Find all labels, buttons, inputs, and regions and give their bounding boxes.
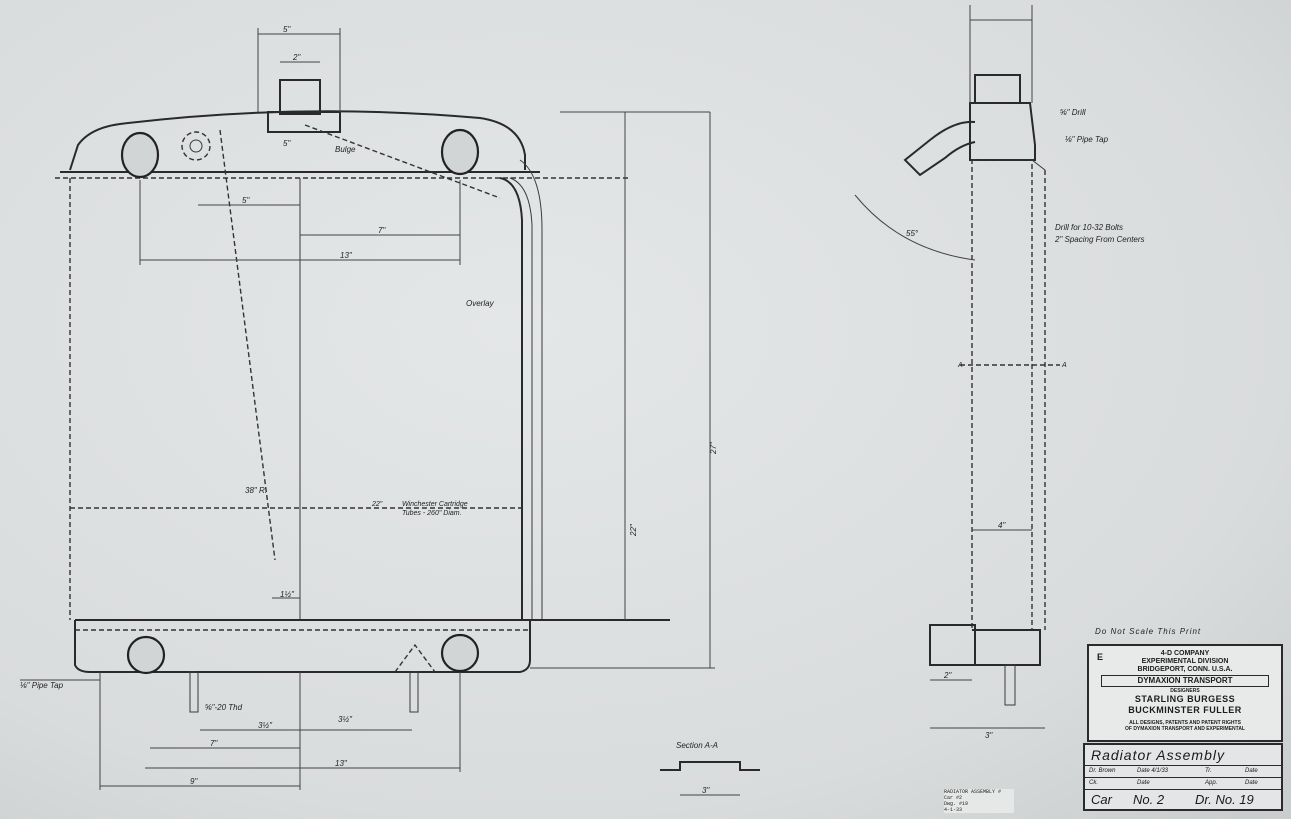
section-mark-a-left: A: [957, 362, 963, 369]
drill-bolts-note-1: Drill for 10-32 Bolts: [1055, 223, 1123, 232]
angle-label: 55°: [906, 229, 919, 238]
tap-20-label: ⅝"-20 Thd: [205, 703, 243, 712]
company-name: 4-D COMPANY: [1160, 650, 1210, 657]
top-tank-outline: [69, 110, 526, 171]
dim-top-5: 5": [283, 25, 291, 34]
top-right-hole: [440, 128, 480, 176]
right-stud: [409, 671, 419, 713]
dim-side-4: 4": [998, 521, 1006, 530]
dim-7: 7": [378, 226, 386, 235]
section-aa-profile: [660, 761, 760, 771]
left-stud: [189, 671, 199, 713]
approved-date: Date: [1245, 780, 1258, 786]
side-core: [971, 159, 1033, 631]
winchester-note-2: Tubes - 260" Diam.: [402, 510, 462, 517]
assembly-title: Radiator Assembly: [1091, 747, 1225, 763]
dim-bot-9: 9": [190, 777, 198, 786]
do-not-scale-note: Do Not Scale This Print: [1095, 627, 1202, 636]
company-logo: E: [1097, 652, 1104, 662]
dim-side-2: 2": [943, 671, 952, 680]
bottom-tank-outline: [74, 620, 531, 673]
dim-bot-7: 7": [210, 739, 218, 748]
drawing-number: Dr. No. 19: [1195, 792, 1254, 807]
side-bottom-tank: [972, 629, 1041, 666]
drill-label: ⅝" Drill: [1060, 108, 1086, 117]
traced-by: Tr.: [1205, 768, 1212, 774]
dim-bot-3-5b: 3½": [338, 715, 353, 724]
dim-5-left: 5": [242, 196, 250, 205]
radius-line: [219, 129, 276, 561]
attached-note-line-2: Car #2: [944, 795, 963, 801]
side-top-tank: [969, 102, 1036, 161]
dim-22-vertical: 22": [629, 523, 638, 537]
pipe-tap-label: ⅛" Pipe Tap: [20, 681, 64, 690]
fine-print-2: OF DYMAXION TRANSPORT AND EXPERIMENTAL: [1124, 726, 1245, 732]
checked-date: Date: [1137, 780, 1150, 786]
side-edge: [1031, 159, 1046, 171]
title-block: E 4-D COMPANY EXPERIMENTAL DIVISION BRID…: [1087, 644, 1283, 742]
pipe-tap-right-label: ⅛" Pipe Tap: [1065, 135, 1109, 144]
filler-neck: [279, 79, 321, 115]
filler-cap-hole: [181, 131, 211, 161]
dim-13: 13": [340, 251, 353, 260]
bottom-right-hole: [440, 633, 480, 673]
company-division: EXPERIMENTAL DIVISION: [1141, 658, 1229, 665]
dim-bot-13: 13": [335, 759, 348, 768]
designer-name-2: BUCKMINSTER FULLER: [1128, 705, 1242, 715]
dim-27: 27": [709, 441, 718, 455]
bulge-line: [304, 124, 501, 199]
drawn-by: Dr. Brown: [1089, 768, 1116, 774]
side-stud: [1004, 664, 1016, 706]
dim-22: 22": [371, 501, 383, 508]
side-inlet-pipe: [903, 120, 976, 177]
car-label: Car: [1091, 792, 1112, 807]
approved-by: App.: [1205, 780, 1218, 786]
attached-note-line-4: 4-1-33: [944, 807, 963, 813]
assembly-block: Radiator Assembly Dr. Brown Date 4/1/33 …: [1083, 743, 1283, 811]
filler-cap-center: [189, 139, 203, 153]
side-outlet: [929, 624, 976, 666]
core-right-edge: [499, 177, 523, 620]
bottom-left-hole: [126, 635, 166, 675]
designers-label: DESIGNERS: [1170, 688, 1200, 694]
designer-name-1: STARLING BURGESS: [1134, 694, 1236, 704]
dim-bot-3-5a: 3½": [258, 721, 273, 730]
attached-note: RADIATOR ASSEMBLY # Car #2 Dwg. #19 4-1-…: [944, 789, 1014, 813]
dim-1-5: 1½": [280, 590, 295, 599]
section-mark-a-right: A: [1061, 362, 1067, 369]
fine-print-1: ALL DESIGNS, PATENTS AND PATENT RIGHTS: [1129, 720, 1241, 726]
top-left-hole: [120, 131, 160, 179]
overlay-edge-1: [509, 177, 533, 620]
overlay-label: Overlay: [466, 299, 495, 308]
angle-arc: [854, 194, 976, 261]
attached-note-line-1: RADIATOR ASSEMBLY #: [944, 789, 1002, 795]
checked-by: Ck.: [1089, 780, 1098, 786]
attached-note-line-3: Dwg. #19: [944, 801, 969, 807]
overlay-edge-2: [519, 159, 543, 620]
dim-top-2: 2": [292, 53, 301, 62]
side-filler-neck: [974, 74, 1021, 104]
drain-boss: [394, 643, 436, 673]
drill-bolts-note-2: 2" Spacing From Centers: [1054, 235, 1145, 244]
winchester-note-1: Winchester Cartridge: [402, 501, 468, 508]
car-row: Car No. 2 Dr. No. 19: [1085, 789, 1281, 810]
checked-row: Ck. Date App. Date: [1085, 777, 1281, 790]
bulge-label: Bulge: [335, 145, 356, 154]
drawn-date: Date 4/1/33: [1137, 768, 1169, 774]
car-number: No. 2: [1133, 792, 1165, 807]
traced-date: Date: [1245, 768, 1258, 774]
radius-label: 38" R.: [245, 486, 267, 495]
dim-side-3: 3": [985, 731, 993, 740]
dim-5-mid: 5": [283, 139, 291, 148]
product-name: DYMAXION TRANSPORT: [1101, 675, 1269, 687]
drawn-row: Dr. Brown Date 4/1/33 Tr. Date: [1085, 765, 1281, 778]
section-aa-label: Section A-A: [676, 741, 718, 750]
dim-sec-3: 3": [702, 786, 710, 795]
company-location: BRIDGEPORT, CONN. U.S.A.: [1137, 666, 1233, 673]
